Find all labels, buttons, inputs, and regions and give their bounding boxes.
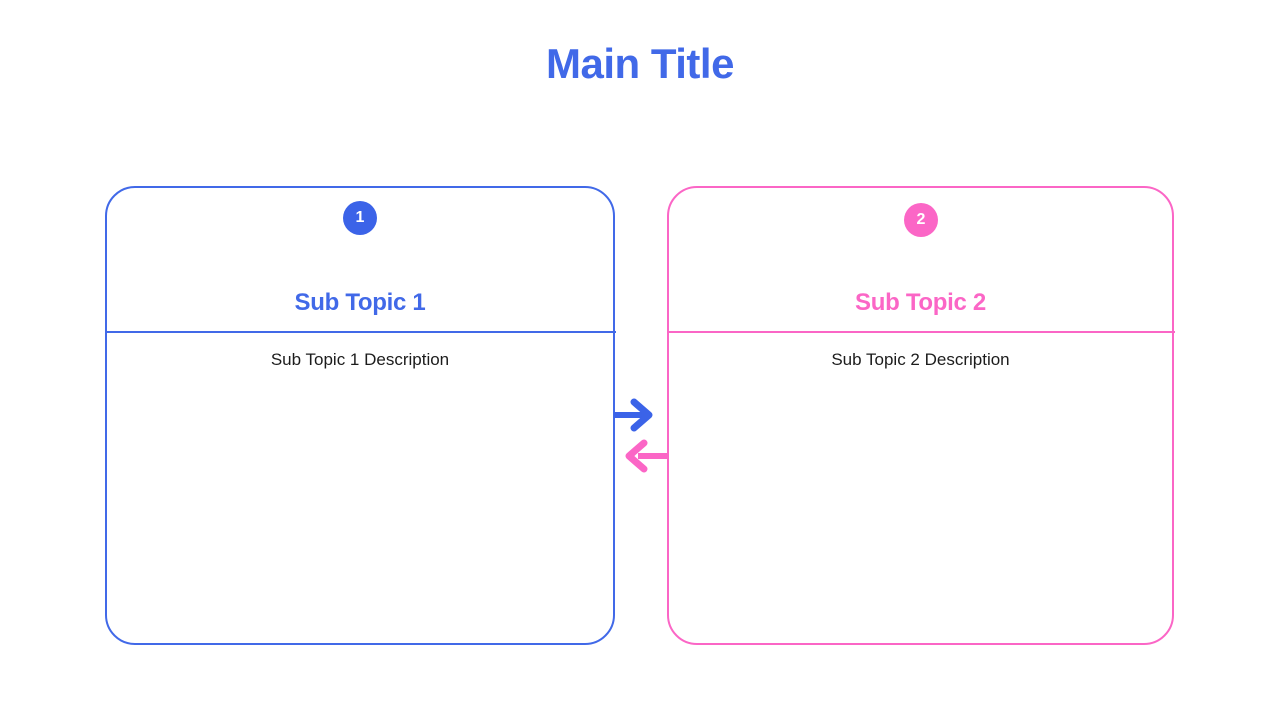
topic-card-1-description: Sub Topic 1 Description (270, 350, 450, 369)
topic-card-1-title: Sub Topic 1 (294, 288, 426, 316)
topic-card-2-description: Sub Topic 2 Description (831, 350, 1010, 369)
arrow-left-icon (625, 439, 668, 473)
topic-card-2-header: Sub Topic 2 (666, 186, 1175, 333)
topic-card-2-number-badge: 2 (904, 203, 938, 237)
arrow-right-icon (614, 398, 653, 432)
topic-card-1-header: Sub Topic 1 (104, 186, 616, 333)
page-title: Main Title (546, 40, 734, 87)
topic-card-1[interactable]: Sub Topic 1 Sub Topic 1 Description (104, 186, 616, 645)
connector-group (614, 398, 668, 473)
topic-card-2-title: Sub Topic 2 (855, 288, 986, 316)
topic-card-2[interactable]: Sub Topic 2 Sub Topic 2 Description (666, 186, 1175, 645)
topic-card-1-number-badge: 1 (343, 201, 377, 235)
